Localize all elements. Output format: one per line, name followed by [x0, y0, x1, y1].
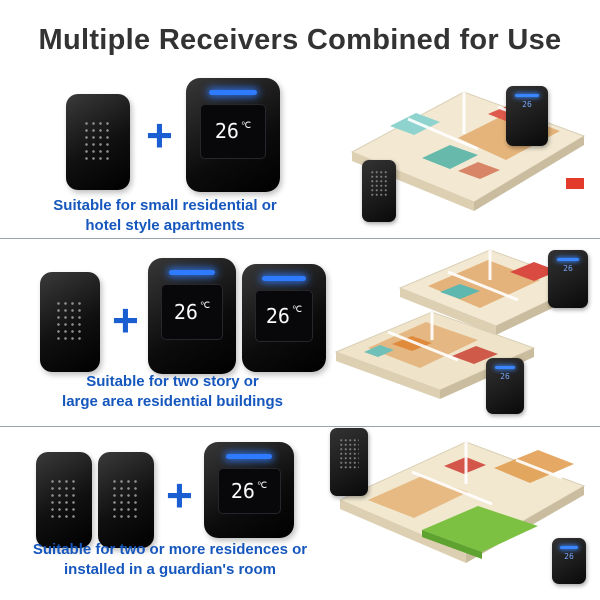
speaker-dots: [338, 438, 360, 469]
speaker-dots: [49, 478, 79, 522]
temperature-display: 26 ℃: [200, 104, 266, 159]
caption-line: Suitable for small residential or: [53, 197, 277, 214]
receiver-device: 26 ℃: [204, 442, 294, 538]
mini-transmitter: [362, 160, 396, 222]
caption-two-story: Suitable for two story or large area res…: [0, 372, 345, 413]
caption-line: hotel style apartments: [85, 217, 245, 235]
led-indicator: [559, 546, 579, 549]
led-indicator: [557, 258, 579, 261]
receiver-device: 26 ℃: [148, 258, 236, 374]
temperature-unit: ℃: [291, 304, 303, 315]
floor-plan-residences: [326, 426, 596, 598]
transmitter-device: [40, 272, 100, 372]
transmitter-device: [98, 452, 154, 548]
speaker-dots: [55, 300, 85, 344]
temperature-value: 26: [214, 119, 239, 144]
caption-line: Suitable for two story or: [86, 373, 259, 390]
section-divider: [0, 238, 600, 239]
mini-receiver: 26: [548, 250, 588, 308]
caption-line: Suitable for two or more residences or: [32, 541, 308, 558]
temperature-unit: ℃: [240, 119, 252, 130]
temperature-value: 26: [500, 372, 510, 381]
led-indicator: [494, 366, 516, 369]
receiver-device: 26 ℃: [186, 78, 280, 192]
caption-line: large area residential buildings: [62, 393, 283, 411]
caption-small-residential: Suitable for small residential or hotel …: [0, 196, 330, 237]
led-indicator: [262, 276, 306, 281]
led-indicator: [225, 454, 273, 459]
speaker-dots: [369, 170, 389, 198]
page-title: Multiple Receivers Combined for Use: [38, 24, 562, 56]
mini-receiver: 26: [552, 538, 586, 584]
temperature-unit: ℃: [256, 479, 268, 490]
speaker-dots: [111, 478, 141, 522]
mini-transmitter: [330, 428, 368, 496]
temperature-display: 26 ℃: [161, 284, 223, 340]
caption-multi-residence: Suitable for two or more residences or i…: [0, 540, 340, 581]
temperature-display: 26 ℃: [254, 290, 314, 342]
caption-line: installed in a guardian's room: [64, 561, 276, 579]
temperature-value: 26: [563, 264, 573, 273]
receiver-device: 26 ℃: [242, 264, 326, 372]
temperature-unit: ℃: [199, 300, 211, 311]
plus-icon: +: [166, 469, 193, 521]
section-divider: [0, 426, 600, 427]
temperature-display: 26 ℃: [217, 468, 281, 515]
transmitter-device: [66, 94, 130, 190]
temperature-value: 26: [230, 479, 255, 504]
led-indicator: [515, 94, 539, 97]
plus-icon: +: [112, 294, 139, 346]
transmitter-device: [36, 452, 92, 548]
speaker-dots: [83, 120, 113, 164]
mini-receiver: 26: [486, 358, 524, 414]
temperature-value: 26: [522, 100, 532, 109]
temperature-value: 26: [173, 299, 198, 324]
temperature-value: 26: [564, 552, 574, 561]
plus-icon: +: [146, 109, 173, 161]
led-indicator: [169, 270, 215, 275]
led-indicator: [208, 90, 258, 95]
temperature-value: 26: [265, 303, 290, 328]
mini-receiver: 26: [506, 86, 548, 146]
